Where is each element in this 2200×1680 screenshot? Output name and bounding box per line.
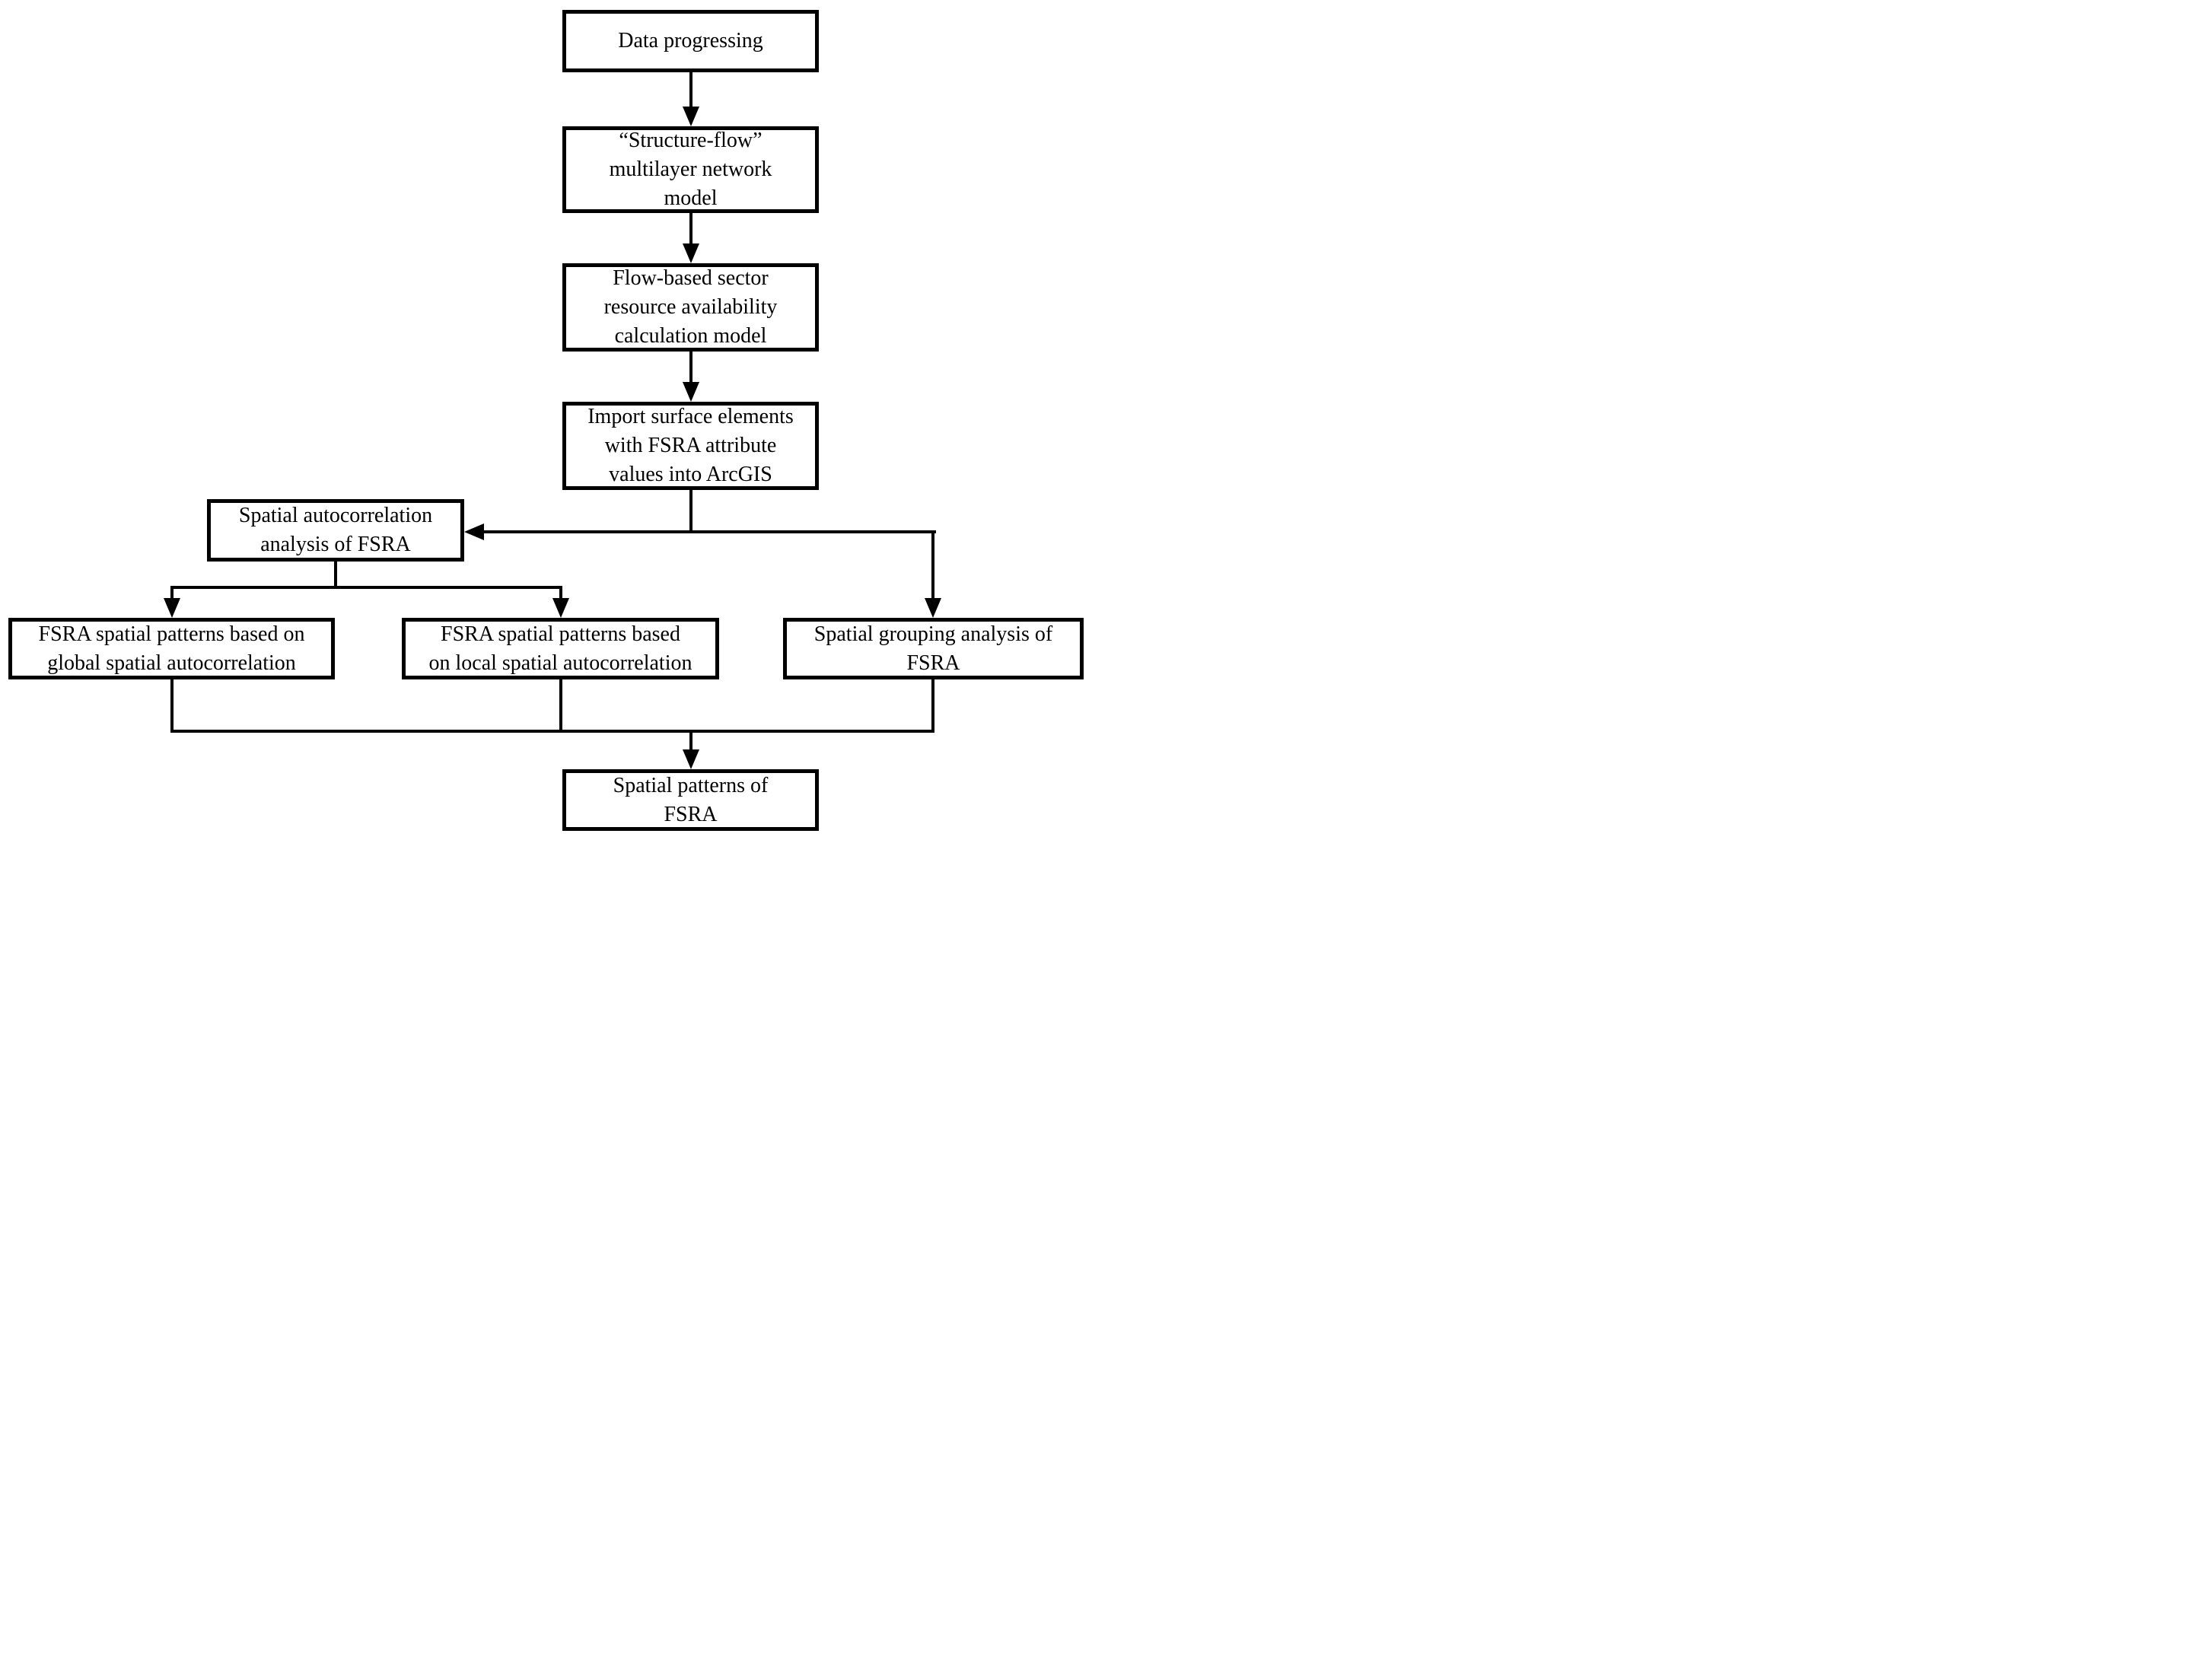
arrow-down-icon: [683, 107, 699, 126]
node-spatial-patterns-of-fsra: Spatial patterns of FSRA: [562, 769, 819, 831]
edge-line: [170, 586, 562, 589]
edge-line: [689, 490, 692, 533]
arrow-down-icon: [164, 598, 180, 618]
node-local-autocorrelation-patterns: FSRA spatial patterns based on local spa…: [402, 618, 719, 679]
arrow-down-icon: [683, 749, 699, 769]
arrow-down-icon: [683, 243, 699, 263]
edge-line: [559, 679, 562, 733]
edge-line: [689, 213, 692, 245]
edge-line: [559, 586, 562, 601]
edge-line: [689, 730, 692, 751]
node-spatial-grouping-analysis: Spatial grouping analysis of FSRA: [783, 618, 1084, 679]
arrow-down-icon: [925, 598, 941, 618]
edge-line: [931, 679, 934, 733]
node-global-autocorrelation-patterns: FSRA spatial patterns based on global sp…: [8, 618, 335, 679]
edge-line: [689, 72, 692, 108]
edge-line: [170, 586, 174, 601]
flowchart: Data progressing “Structure-flow” multil…: [0, 0, 1100, 840]
arrow-left-icon: [464, 523, 484, 540]
node-flow-based-calculation-model: Flow-based sector resource availability …: [562, 263, 819, 352]
edge-line: [931, 530, 934, 601]
edge-line: [170, 730, 934, 733]
node-structure-flow-model: “Structure-flow” multilayer network mode…: [562, 126, 819, 213]
node-data-progressing: Data progressing: [562, 10, 819, 72]
arrow-down-icon: [683, 382, 699, 402]
edge-line: [689, 352, 692, 383]
edge-line: [479, 530, 936, 533]
arrow-down-icon: [552, 598, 569, 618]
node-spatial-autocorrelation-analysis: Spatial autocorrelation analysis of FSRA: [207, 499, 464, 562]
edge-line: [170, 679, 174, 733]
node-import-arcgis: Import surface elements with FSRA attrib…: [562, 402, 819, 490]
edge-line: [334, 562, 337, 589]
